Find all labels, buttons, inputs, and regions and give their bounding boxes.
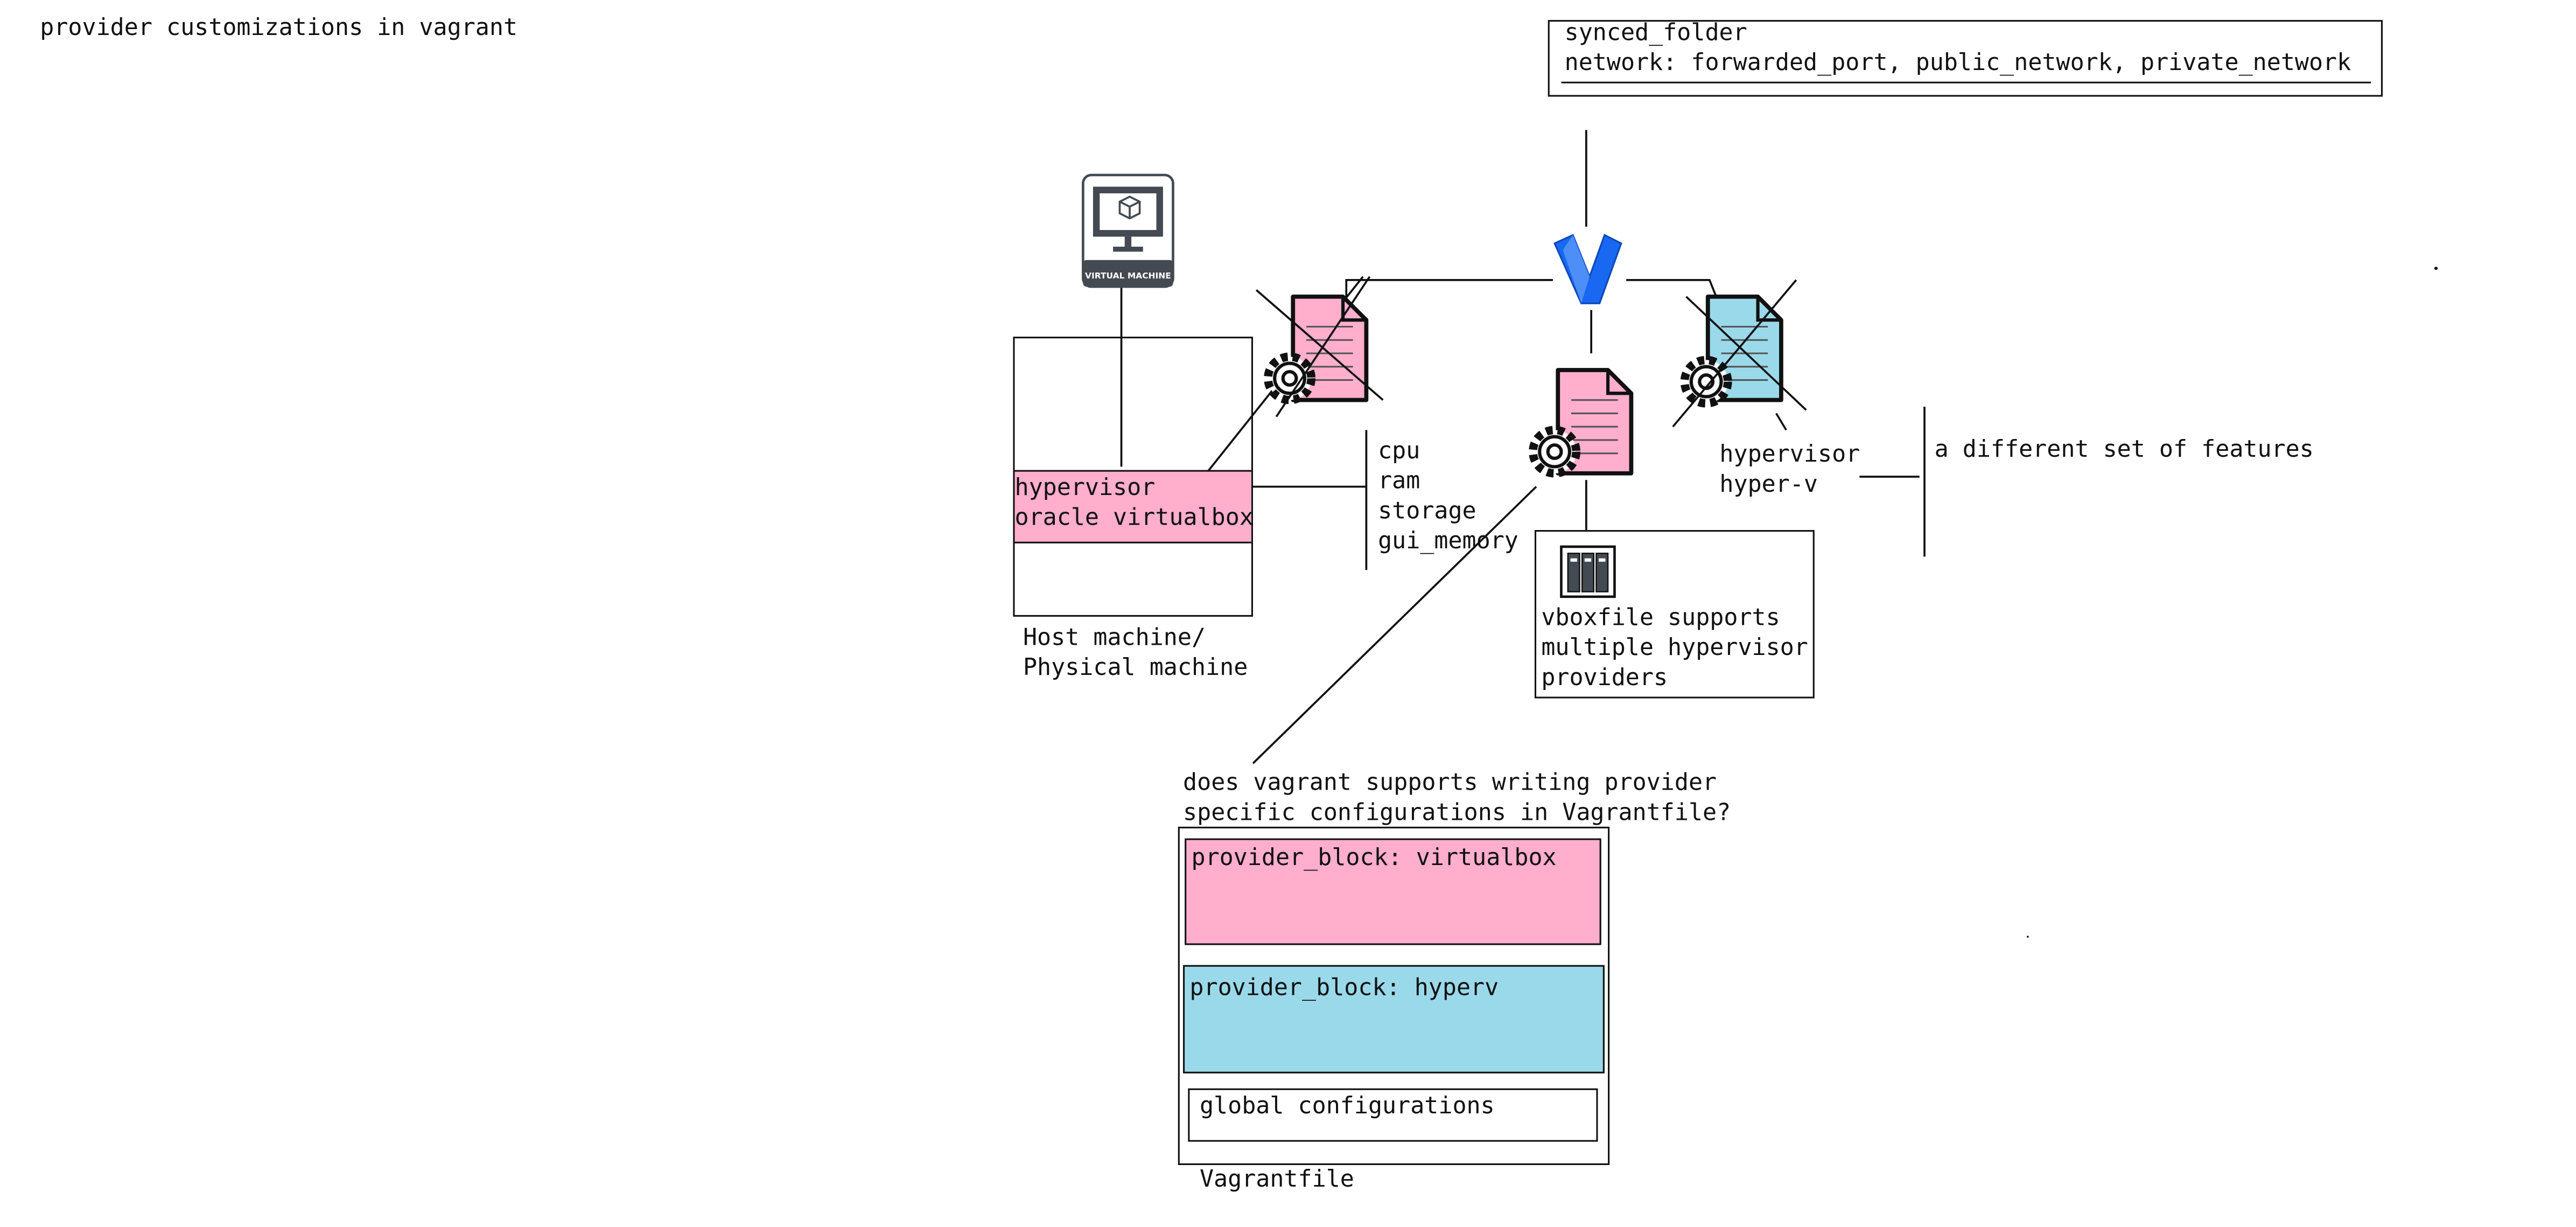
- global-configurations-block: [1188, 1088, 1598, 1142]
- hyperv-config-file-icon: [1672, 279, 1807, 431]
- page-title: provider customizations in vagrant: [40, 15, 518, 42]
- resource-cpu: cpu: [1378, 438, 1420, 465]
- global-configurations-label: global configurations: [1199, 1093, 1495, 1120]
- line-vagrant-to-hyperv-file: [1626, 279, 1717, 297]
- provider-config-file-icon: [1529, 368, 1634, 478]
- stray-dot: [2434, 267, 2438, 270]
- question-line1: does vagrant supports writing provider: [1183, 770, 1717, 797]
- stray-dot: [2027, 936, 2029, 938]
- hyperv-label: hyper-v: [1719, 471, 1818, 499]
- resource-ram: ram: [1378, 468, 1420, 496]
- virtualbox-label: oracle virtualbox: [1014, 505, 1254, 532]
- vboxfile-line3: providers: [1541, 665, 1668, 692]
- line-provider-file-to-question: [1252, 486, 1537, 764]
- resource-storage: storage: [1378, 498, 1476, 525]
- host-machine-caption: Host machine/: [1023, 625, 1206, 652]
- host-machine-box: [1013, 337, 1253, 617]
- features-underline: [1561, 81, 2371, 83]
- physical-machine-caption: Physical machine: [1023, 655, 1248, 682]
- vboxfile-line2: multiple hypervisor: [1541, 635, 1808, 662]
- features-network: network: forwarded_port, public_network,…: [1564, 50, 2351, 77]
- virtual-machine-icon: VIRTUAL MACHINE: [1082, 173, 1174, 288]
- hypervisor-label: hypervisor: [1014, 475, 1156, 502]
- features-synced-folder: synced_folder: [1564, 20, 1747, 47]
- virtualbox-config-file-icon: [1255, 276, 1384, 417]
- different-features-note: a different set of features: [1934, 436, 2314, 464]
- binders-icon: [1560, 545, 1616, 598]
- vagrantfile-caption: Vagrantfile: [1199, 1167, 1354, 1194]
- vm-icon-label: VIRTUAL MACHINE: [1085, 271, 1171, 281]
- vagrant-logo-icon: [1553, 234, 1622, 304]
- features-box: [1548, 20, 2383, 97]
- vboxfile-line1: vboxfile supports: [1541, 605, 1780, 632]
- resource-gui-memory: gui_memory: [1378, 528, 1518, 555]
- vagrantfile-box: [1178, 826, 1610, 1165]
- provider-block-hyperv-label: provider_block: hyperv: [1189, 975, 1499, 1002]
- line-vagrant-to-virtualbox-file: [1345, 279, 1553, 300]
- hypervisor-virtualbox-band: [1014, 470, 1251, 543]
- provider-block-virtualbox: [1185, 838, 1601, 945]
- vboxfile-box: [1534, 530, 1815, 699]
- hyperv-hypervisor-label: hypervisor: [1719, 442, 1860, 469]
- provider-block-hyperv: [1183, 965, 1605, 1073]
- question-line2: specific configurations in Vagrantfile?: [1183, 800, 1731, 827]
- provider-block-virtualbox-label: provider_block: virtualbox: [1191, 845, 1557, 872]
